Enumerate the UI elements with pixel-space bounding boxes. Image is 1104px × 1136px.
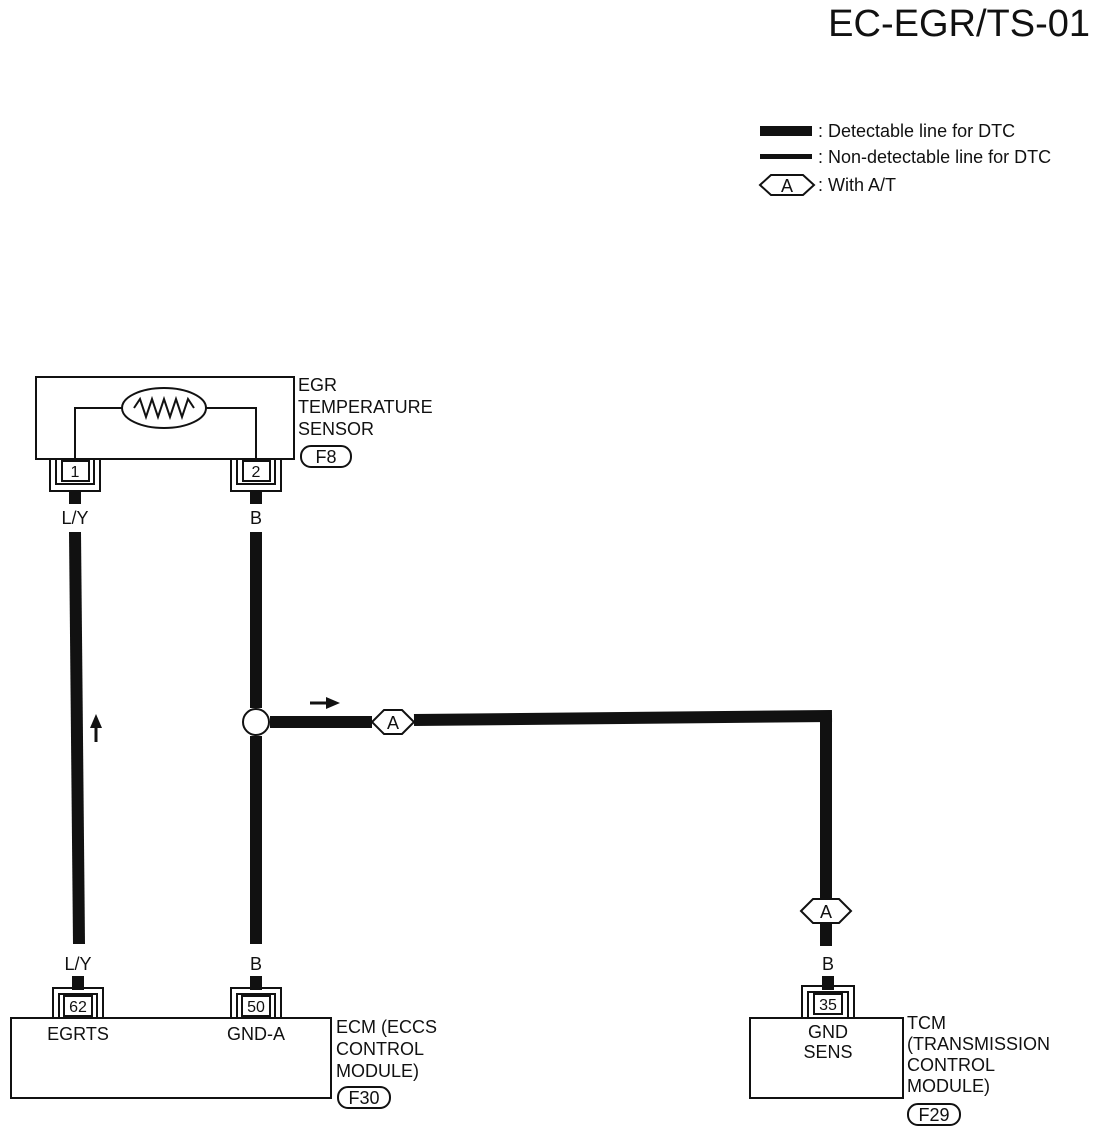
sensor-connector-badge	[300, 445, 352, 468]
ecm-name-line-1: ECM (ECCS	[336, 1017, 437, 1037]
sensor-name-line-3: SENSOR	[298, 419, 374, 439]
tcm-name-line-1: TCM	[907, 1013, 946, 1033]
tcm-terminal-line-2: SENS	[803, 1042, 852, 1062]
legend-detectable-text: : Detectable line for DTC	[818, 121, 1015, 141]
sensor-internal-lead-right	[206, 407, 257, 459]
wire-b-label-bottom: B	[250, 954, 262, 974]
pin-62-housing	[52, 987, 104, 1018]
pin-62-housing-inner	[58, 993, 98, 1018]
pin-1-number: 1	[71, 464, 80, 481]
wires: L/Y L/Y B B A A B	[61, 491, 853, 990]
option-marker-tcm	[799, 898, 853, 924]
pin-50-housing	[230, 987, 282, 1018]
signal-arrow-up-icon	[90, 714, 102, 728]
pin-1-box	[61, 460, 90, 482]
pin-2-box	[242, 460, 271, 482]
legend: : Detectable line for DTC : Non-detectab…	[758, 121, 1051, 196]
ecm-terminal-egrts: EGRTS	[47, 1024, 109, 1044]
option-marker-branch-code: A	[387, 713, 399, 733]
wire-branch-right	[413, 710, 833, 726]
pin-62-number: 62	[69, 999, 87, 1016]
legend-detectable-swatch	[760, 126, 812, 136]
splice-point	[242, 708, 270, 736]
signal-arrow-right-icon	[326, 697, 340, 709]
sensor-name-line-2: TEMPERATURE	[298, 397, 433, 417]
legend-option-text: : With A/T	[818, 175, 896, 195]
sensor-connector-id: F8	[315, 447, 336, 467]
pin-50-housing-inner	[236, 993, 276, 1018]
ecm-connector-badge	[337, 1086, 391, 1109]
wire-ly	[69, 531, 85, 945]
pin-2-housing-inner	[236, 459, 276, 485]
legend-option-code: A	[781, 176, 793, 196]
tcm-connector-badge	[907, 1103, 961, 1126]
tcm-name-line-4: MODULE)	[907, 1076, 990, 1096]
wire-ly-label-bottom: L/Y	[64, 954, 91, 974]
thermistor-outline	[121, 387, 207, 429]
pin-35-box	[813, 993, 843, 1015]
wire-ly-label-top: L/Y	[61, 508, 88, 528]
legend-non-detectable-text: : Non-detectable line for DTC	[818, 147, 1051, 167]
tcm-module: 35 GND SENS TCM (TRANSMISSION CONTROL MO…	[749, 985, 1050, 1126]
option-marker-branch	[370, 709, 416, 735]
pin-2-number: 2	[252, 464, 261, 481]
sensor-name-line-1: EGR	[298, 375, 337, 395]
resistor-icon	[133, 395, 195, 421]
pin-35-housing	[801, 985, 855, 1018]
wire-b-label-top: B	[250, 508, 262, 528]
pin-50-number: 50	[247, 999, 265, 1016]
wire-tcm-label: B	[822, 954, 834, 974]
pin-50-box	[241, 995, 271, 1017]
ecm-module: 62 50 EGRTS GND-A ECM (ECCS CONTROL MODU…	[10, 987, 437, 1109]
pin-1-housing-inner	[55, 459, 95, 485]
tcm-name-line-3: CONTROL	[907, 1055, 995, 1075]
ecm-terminal-gnd-a: GND-A	[227, 1024, 285, 1044]
pin-35-number: 35	[819, 997, 837, 1014]
legend-option-hexagon	[758, 174, 816, 196]
tcm-body	[749, 1017, 904, 1099]
tcm-name-line-2: (TRANSMISSION	[907, 1034, 1050, 1054]
tcm-connector-id: F29	[918, 1105, 949, 1125]
egr-temperature-sensor: EGR TEMPERATURE SENSOR F8 1 2	[35, 375, 433, 492]
option-marker-tcm-code: A	[820, 902, 832, 922]
ecm-name-line-3: MODULE)	[336, 1061, 419, 1081]
ecm-name-line-2: CONTROL	[336, 1039, 424, 1059]
pin-62-box	[63, 995, 93, 1017]
page-title: EC-EGR/TS-01	[828, 3, 1090, 45]
tcm-terminal-line-1: GND	[808, 1022, 848, 1042]
ecm-body	[10, 1017, 332, 1099]
legend-non-detectable-swatch	[760, 154, 812, 159]
sensor-internal-lead-left	[74, 407, 122, 459]
pin-35-housing-inner	[807, 991, 849, 1018]
ecm-connector-id: F30	[348, 1088, 379, 1108]
